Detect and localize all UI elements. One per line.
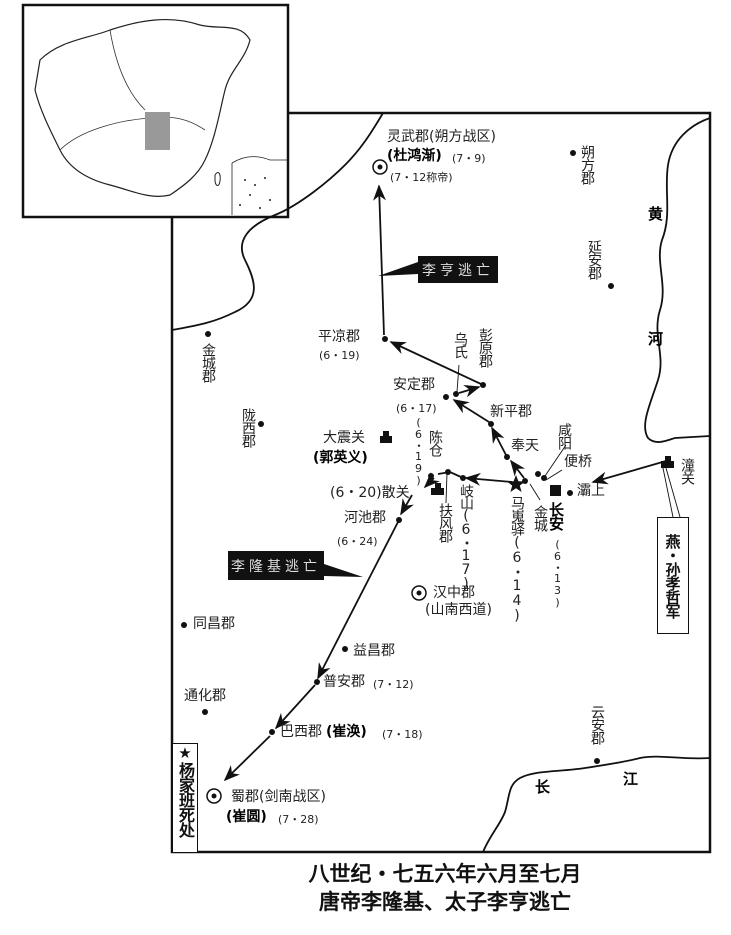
place-fufeng: 扶风郡 (437, 503, 453, 542)
place-shu-person: (崔圆) (226, 809, 267, 825)
place-hechi: 河池郡 (344, 510, 386, 526)
place-qishan: 岐山(6・17) (458, 484, 474, 590)
place-anding-date: (6・17) (396, 402, 437, 415)
place-tonghua: 通化郡 (184, 688, 226, 704)
leader-lines (445, 364, 681, 518)
place-bashang: 灞上 (577, 483, 605, 499)
place-changan-date: (6・13) (551, 538, 564, 608)
callout-pointer (378, 262, 418, 276)
place-baxi-date: (7・18) (382, 728, 423, 741)
li-longji-callout: 李隆基逃亡 (228, 551, 324, 580)
place-xianyang: 咸阳 (556, 423, 572, 449)
place-tongguan: 潼关 (679, 458, 695, 484)
place-pingliang: 平凉郡 (318, 329, 360, 345)
map-title-line1: 八世纪・七五六年六月至七月 (308, 861, 582, 886)
place-shu-date: (7・28) (278, 813, 319, 826)
frontier-border (171, 112, 384, 331)
place-maweiyi: 马嵬驿(6・14) (509, 496, 525, 623)
river-label: 河 (648, 330, 664, 348)
river-label: 长 (535, 778, 551, 796)
map-frame (170, 111, 712, 854)
place-dazhenguan: 大震关 (323, 430, 365, 446)
place-yunan: 云安郡 (589, 705, 605, 744)
place-lingwu-date: (7・9) (452, 152, 486, 165)
place-baxi-person: (崔涣) (326, 724, 367, 740)
place-lingwu-person: (杜鸿渐) (387, 148, 442, 164)
place-yanan: 延安郡 (586, 240, 602, 279)
place-shu: 蜀郡(剑南战区) (231, 789, 326, 805)
place-chencang-date: (6・19) (412, 416, 425, 486)
place-sanguan: (6・20)散关 (330, 485, 410, 501)
place-bianqiao: 便桥 (564, 454, 592, 470)
place-hechi-date: (6・24) (337, 535, 378, 548)
place-puan: 普安郡 (323, 674, 365, 690)
place-jincheng-jun: 金城郡 (200, 343, 216, 382)
place-wushi: 乌氏 (452, 332, 468, 358)
place-pingliang-date: (6・19) (319, 349, 360, 362)
place-fengtian: 奉天 (511, 438, 539, 454)
yan-army-box: 燕・孙孝哲军 (657, 517, 689, 634)
place-pengyuan: 彭原郡 (477, 328, 493, 367)
place-dazhenguan-person: (郭英义) (313, 450, 368, 466)
callout-pointer (324, 564, 363, 577)
yellow-river (644, 117, 711, 443)
place-hanzhong-sub: (山南西道) (425, 602, 492, 618)
army-label: 燕・孙孝哲军 (663, 533, 682, 618)
place-jincheng: 金城 (532, 505, 548, 531)
place-hanzhong: 汉中郡 (433, 585, 475, 601)
place-shuofang: 朔方郡 (579, 145, 595, 184)
map-title-line2: 唐帝李隆基、太子李亨逃亡 (319, 889, 571, 914)
changan-square-icon (550, 485, 561, 496)
yangtze-river (482, 755, 711, 853)
li-heng-callout: 李亨逃亡 (418, 256, 498, 283)
legend-box: ★ 杨家班死处 (172, 743, 198, 853)
place-lingwu: 灵武郡(朔方战区) (387, 129, 496, 145)
capital-icons (206, 159, 427, 804)
place-puan-date: (7・12) (373, 678, 414, 691)
place-lingwu-note: (7・12称帝) (390, 171, 453, 184)
river-label: 黄 (648, 205, 664, 223)
place-tongchang: 同昌郡 (193, 616, 235, 632)
river-label: 江 (623, 770, 639, 788)
li-heng-route (373, 184, 526, 479)
star-icon: ★ (178, 744, 192, 762)
place-longxi: 陇西郡 (240, 408, 256, 447)
highlight-region (145, 112, 170, 150)
place-baxi: 巴西郡 (280, 724, 322, 740)
place-anding: 安定郡 (393, 377, 435, 393)
place-changan: 长安 (547, 502, 565, 530)
legend-label: 杨家班死处 (176, 762, 195, 837)
town-dots (181, 150, 614, 764)
place-xinping: 新平郡 (490, 404, 532, 420)
inset-china-map (21, 3, 290, 219)
place-yichang: 益昌郡 (353, 643, 395, 659)
pass-icons (380, 431, 674, 495)
maweiyi-star-icon (507, 475, 525, 492)
place-chencang: 陈仓 (427, 430, 443, 456)
